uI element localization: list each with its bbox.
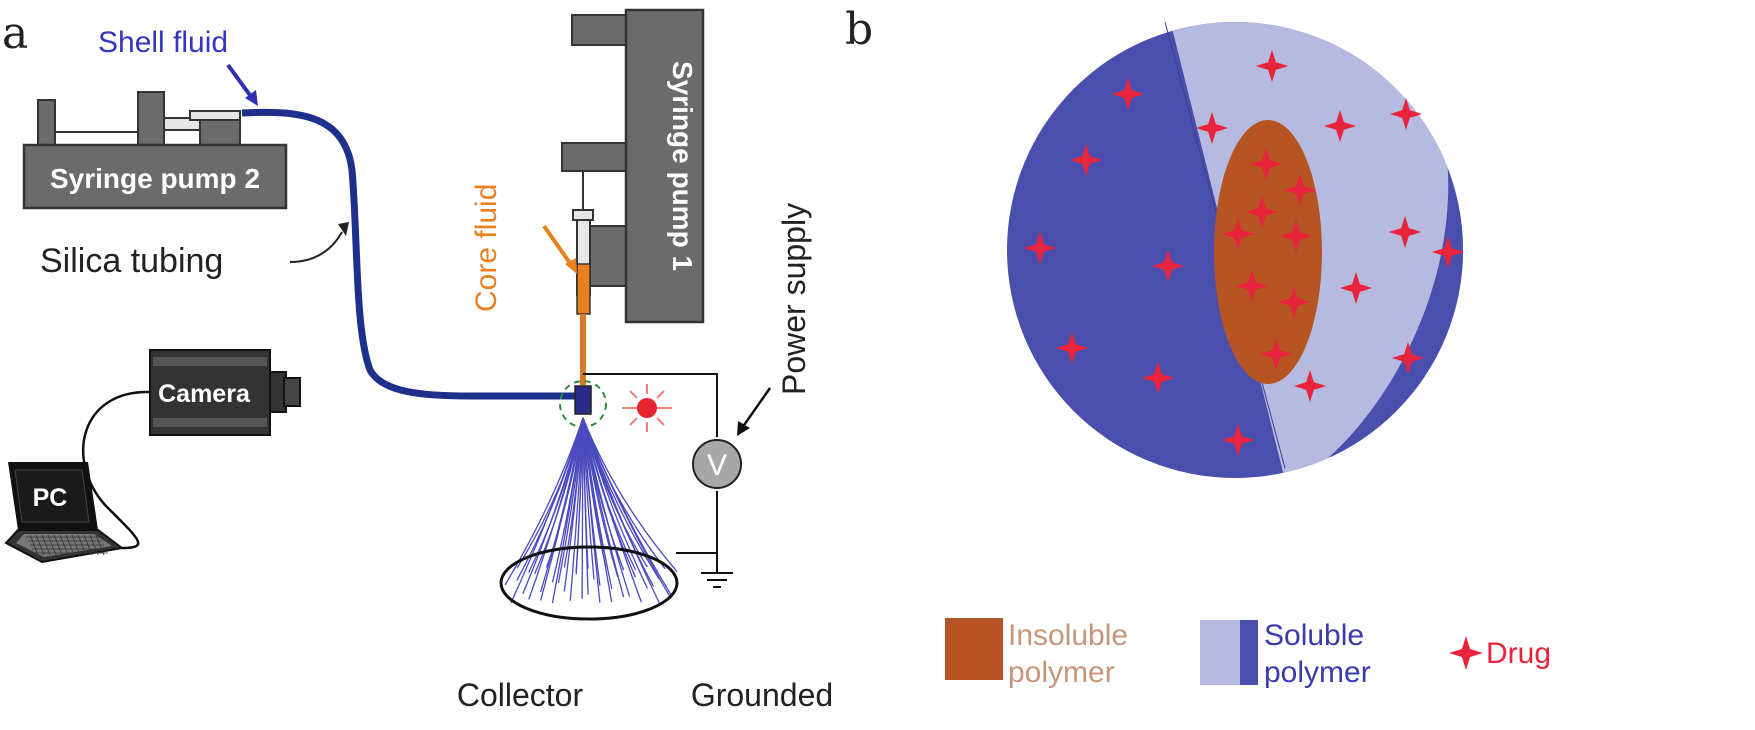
legend-soluble-swatch-dark xyxy=(1240,620,1258,685)
power-supply-arrow xyxy=(740,387,772,429)
panel-b-label: b xyxy=(845,4,873,55)
camera-icon xyxy=(149,349,301,436)
ground-icon xyxy=(701,572,733,588)
syringe-pump-2-label: Syringe pump 2 xyxy=(50,163,260,194)
drug-loaded-particle xyxy=(1007,21,1465,478)
spray-cone xyxy=(504,417,678,604)
camera-cable xyxy=(82,390,151,550)
voltmeter-icon xyxy=(692,439,742,489)
legend-drug-marker xyxy=(1448,635,1484,671)
panel-a-label: a xyxy=(2,8,28,59)
legend-insoluble-line1: Insoluble xyxy=(1008,619,1128,652)
collector-dish xyxy=(499,545,679,621)
core-fluid-label: Core fluid xyxy=(470,184,503,312)
panel-a: a Syringe pump 2 Shell fluid Silica tubi… xyxy=(2,8,833,713)
legend-insoluble-swatch xyxy=(945,618,1003,680)
silica-tubing xyxy=(241,108,582,400)
core-fluid-syringe xyxy=(576,263,591,315)
pc-keyboard xyxy=(26,534,108,556)
grounded-label: Grounded xyxy=(691,677,833,713)
pc-icon xyxy=(4,462,125,564)
silica-tubing-arrow xyxy=(289,231,343,263)
light-source-icon xyxy=(622,384,672,432)
legend-insoluble-line2: polymer xyxy=(1008,656,1115,689)
legend-soluble-swatch-light xyxy=(1200,620,1240,685)
particle-insoluble-core xyxy=(1214,120,1322,384)
legend-drug-label: Drug xyxy=(1486,637,1551,670)
voltmeter-symbol: V xyxy=(707,449,727,482)
camera-label: Camera xyxy=(158,380,251,408)
shell-fluid-arrow xyxy=(226,63,254,100)
legend: Insoluble polymer Soluble polymer Drug xyxy=(945,618,1551,689)
light-source-dot xyxy=(637,398,657,418)
pc-label: PC xyxy=(33,484,68,512)
legend-soluble-line2: polymer xyxy=(1264,656,1371,689)
power-supply-label: Power supply xyxy=(776,203,812,395)
collector-label: Collector xyxy=(457,677,584,713)
power-circuit-wiring xyxy=(583,373,718,573)
syringe-pump-1: Syringe pump 1 xyxy=(561,8,705,324)
panel-b: b Insoluble polymer Soluble polymer Drug xyxy=(845,4,1551,689)
syringe-pump-2: Syringe pump 2 xyxy=(22,91,288,210)
core-fluid-arrow xyxy=(542,224,574,268)
silica-tubing-label: Silica tubing xyxy=(40,242,223,280)
shell-fluid-label: Shell fluid xyxy=(98,26,228,59)
legend-soluble-line1: Soluble xyxy=(1264,619,1364,652)
syringe-pump-1-label: Syringe pump 1 xyxy=(667,61,698,271)
